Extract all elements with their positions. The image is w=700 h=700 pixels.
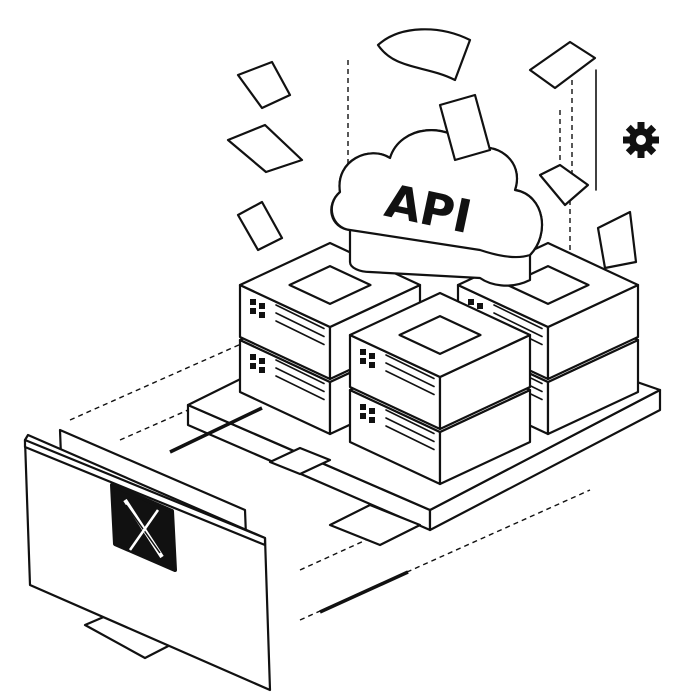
gear-icon: [623, 122, 659, 158]
paper-sheet-icon: [236, 200, 284, 252]
platform-tile: [328, 503, 422, 547]
server-vent: [250, 308, 256, 314]
server-vent: [360, 349, 366, 355]
server-line: [493, 304, 543, 330]
server-vent: [369, 408, 375, 414]
connector-cable: [319, 570, 409, 614]
server-vent: [360, 404, 366, 410]
cloud-icon: API: [330, 129, 544, 287]
server-line: [385, 425, 435, 451]
server-line: [275, 320, 325, 346]
paper-sheet-icon: [438, 93, 492, 162]
paper-sheet-icon: [226, 123, 304, 174]
paper-sheet-icon: [538, 163, 590, 207]
server-line: [275, 312, 325, 338]
server-vent: [369, 417, 375, 423]
server-vent: [259, 358, 265, 364]
platform-tile: [268, 446, 332, 476]
server-top-panel: [506, 265, 590, 305]
paper-sheet-icon: [528, 40, 597, 90]
server-vent: [468, 299, 474, 305]
paper-sheet-icon: [376, 28, 472, 82]
server-vent: [250, 363, 256, 369]
server-line: [385, 370, 435, 396]
server-top-panel: [398, 315, 482, 355]
server-line: [275, 375, 325, 401]
paper-sheet-icon: [236, 60, 292, 110]
paper-sheets: [226, 28, 638, 270]
server-vent: [369, 362, 375, 368]
server-line: [385, 362, 435, 388]
server-line: [275, 359, 325, 385]
server-vent: [259, 367, 265, 373]
server-line: [385, 409, 435, 435]
server-vent: [250, 354, 256, 360]
server-line: [385, 354, 435, 380]
server-vent: [477, 303, 483, 309]
server-vent: [369, 353, 375, 359]
x-logo-icon: [110, 483, 177, 572]
server-vent: [360, 413, 366, 419]
server-line: [385, 417, 435, 443]
server-line: [275, 304, 325, 330]
connector-cable: [169, 406, 263, 454]
paper-sheet-icon: [596, 210, 638, 270]
server-vent: [259, 303, 265, 309]
server-line: [493, 312, 543, 338]
server-line: [275, 367, 325, 393]
server-icon: [348, 291, 532, 431]
server-vent: [259, 312, 265, 318]
server-top-panel: [288, 265, 372, 305]
server-vent: [250, 299, 256, 305]
monitor-icon: [23, 428, 272, 692]
server-vent: [360, 358, 366, 364]
